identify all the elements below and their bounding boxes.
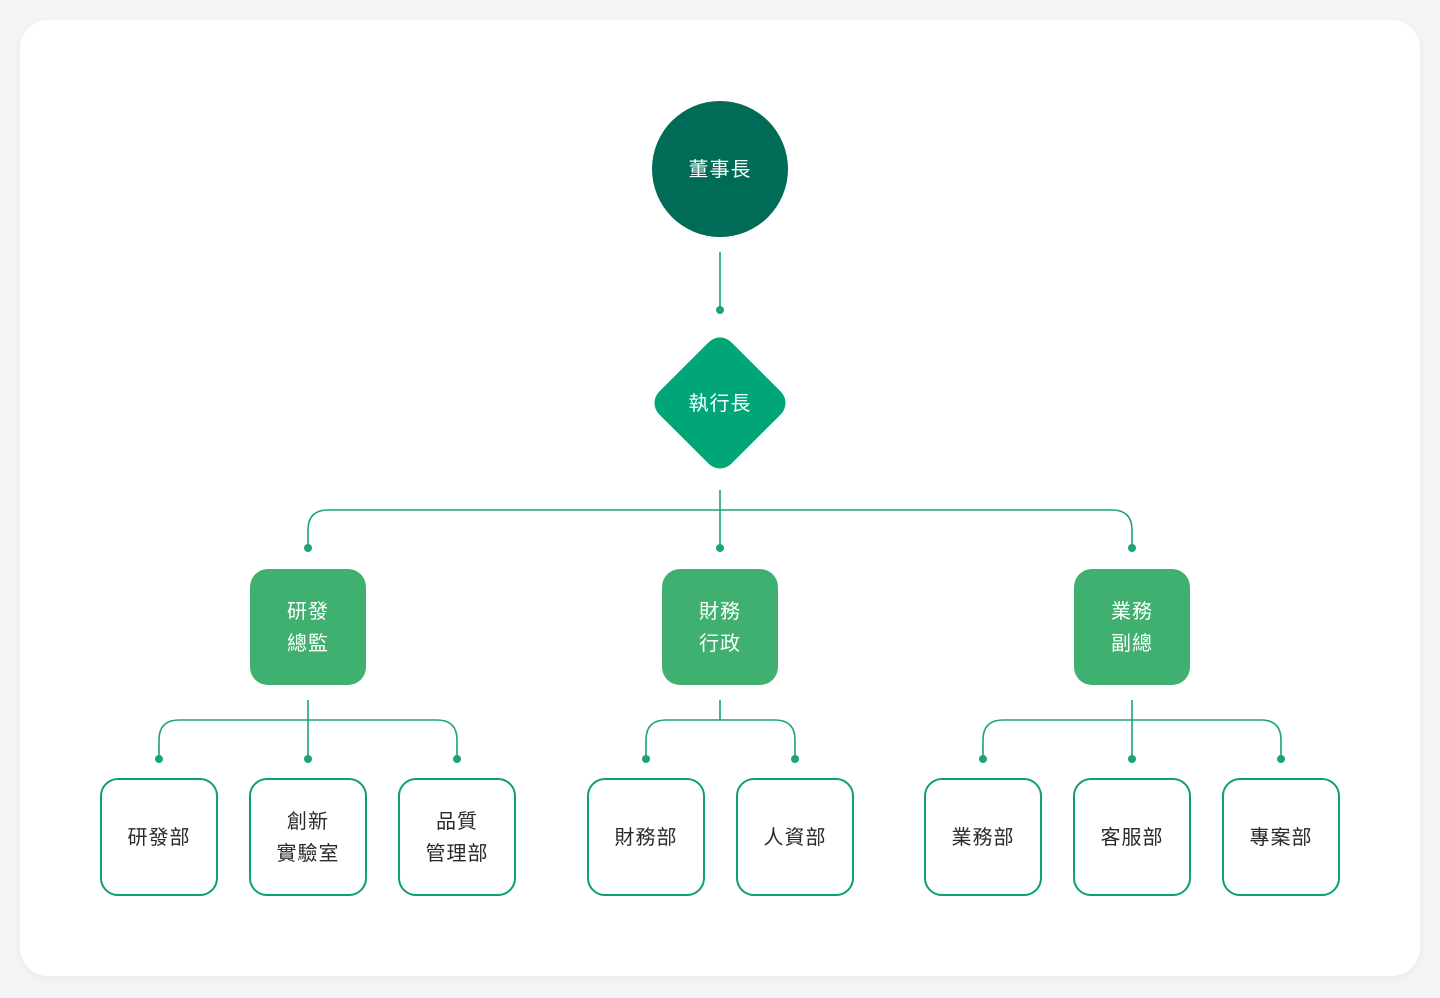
director-node-sales[interactable]: 業務 副總: [1074, 569, 1190, 685]
dept-label-line2: 管理部: [425, 841, 489, 865]
dept-node-finance[interactable]: 財務部: [587, 778, 705, 896]
director-label-line1: 財務: [699, 599, 741, 623]
dept-node-rd[interactable]: 研發部: [100, 778, 218, 896]
director-label-line1: 業務: [1111, 599, 1153, 623]
chairman-node[interactable]: 董事長: [652, 101, 788, 237]
dept-node-quality[interactable]: 品質 管理部: [398, 778, 516, 896]
director-node-finance[interactable]: 財務 行政: [662, 569, 778, 685]
dept-label-line1: 財務部: [614, 825, 678, 849]
dept-node-hr[interactable]: 人資部: [736, 778, 854, 896]
dept-node-sales[interactable]: 業務部: [924, 778, 1042, 896]
dept-node-customer-service[interactable]: 客服部: [1073, 778, 1191, 896]
dept-label-line1: 研發部: [127, 825, 191, 849]
dept-label-line1: 創新: [287, 809, 329, 833]
director-label-line1: 研發: [287, 599, 329, 623]
dept-node-innovation-lab[interactable]: 創新 實驗室: [249, 778, 367, 896]
dept-label-line1: 業務部: [951, 825, 1015, 849]
dept-label-line1: 品質: [436, 809, 478, 833]
dept-label-line1: 專案部: [1249, 825, 1313, 849]
dept-node-projects[interactable]: 專案部: [1222, 778, 1340, 896]
chairman-label: 董事長: [688, 157, 752, 181]
dept-label-line1: 人資部: [763, 825, 827, 849]
director-label-line2: 行政: [699, 631, 741, 655]
director-label-line2: 總監: [287, 631, 329, 655]
ceo-label: 執行長: [688, 391, 752, 415]
ceo-node[interactable]: 執行長: [649, 332, 791, 474]
dept-label-line2: 實驗室: [276, 841, 340, 865]
dept-label-line1: 客服部: [1100, 825, 1164, 849]
director-node-rd[interactable]: 研發 總監: [250, 569, 366, 685]
director-label-line2: 副總: [1111, 631, 1153, 655]
